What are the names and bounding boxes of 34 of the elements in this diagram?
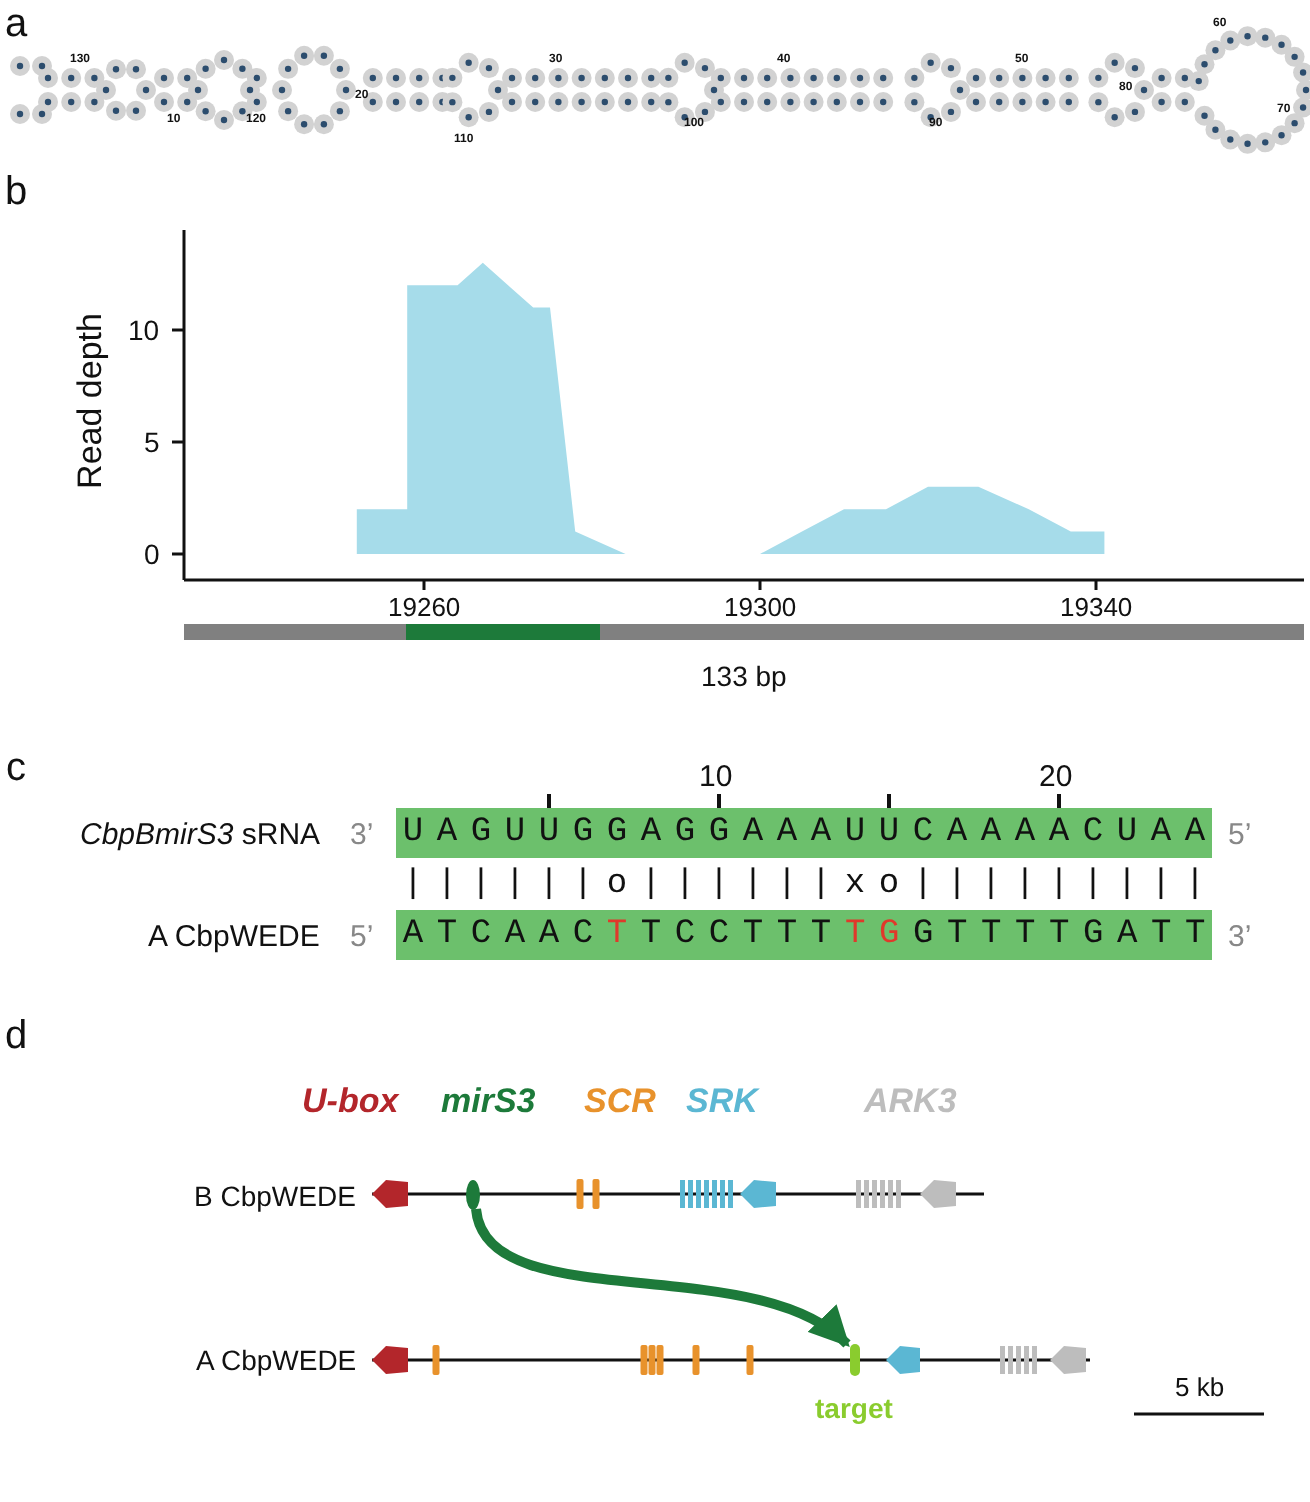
pairing-marks: ||||||o||||||xo||||||||| [400,864,1212,908]
position-number: 10 [699,761,733,791]
gene-glyph [465,1179,479,1209]
strand-end-label: 5’ [1228,819,1252,849]
tick-label: 10 [128,316,160,344]
tick-label: 19340 [1060,593,1133,619]
tick-label: 19260 [388,593,461,619]
panel-letter: c [6,748,26,788]
position-number: 20 [1039,761,1073,791]
gene-name: SRK [686,1083,758,1117]
sequence-name: A CbpWEDE [148,921,320,951]
gene-name: mirS3 [441,1083,536,1117]
panel-letter: b [5,172,28,212]
haplotype-label: A CbpWEDE [196,1346,357,1374]
strand-end-label: 3’ [1228,921,1252,951]
scale-label: 5 kb [1175,1373,1225,1399]
gene-name: U-box [302,1083,399,1117]
sequence-text: UAGUUGGAGGAAAUUCAAAACUAA [396,808,1212,858]
tick-label: 5 [144,428,160,456]
gene-glyph [849,1344,859,1376]
haplotype-label: B CbpWEDE [194,1182,356,1210]
panel-letter: a [5,4,28,44]
curved-arrow [471,1207,851,1348]
gene-name: SCR [584,1083,656,1117]
strand-end-label: 5’ [350,921,374,951]
sequence-name: CbpBmirS3 sRNA [80,819,321,849]
gene-name: ARK3 [864,1083,957,1117]
gene-label: target [815,1394,893,1422]
panel-letter: d [5,1016,28,1056]
tick-label: 19300 [724,593,797,619]
axis-title: Read depth [72,312,107,488]
length-label: 133 bp [701,662,787,690]
tick-label: 0 [144,540,160,568]
strand-end-label: 3’ [350,819,374,849]
